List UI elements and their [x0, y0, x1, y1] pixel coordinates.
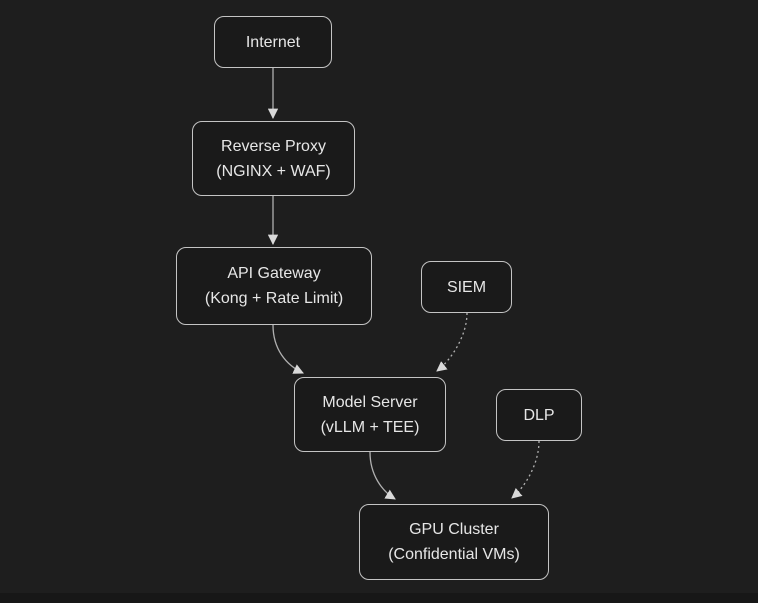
- page-bottom-strip: [0, 593, 758, 603]
- node-reverse-proxy: Reverse Proxy (NGINX + WAF): [192, 121, 355, 196]
- node-sublabel: (Confidential VMs): [388, 546, 520, 563]
- node-label: DLP: [523, 406, 555, 424]
- node-sublabel: (NGINX + WAF): [216, 162, 331, 180]
- edge-dlp-to-gpu-cluster: [511, 440, 540, 499]
- node-dlp: DLP: [496, 389, 582, 441]
- node-label: API Gateway: [227, 265, 321, 282]
- node-api-gateway: API Gateway (Kong + Rate Limit): [176, 247, 372, 325]
- node-sublabel: (Kong + Rate Limit): [204, 290, 344, 307]
- node-label: Model Server: [322, 393, 418, 411]
- edge-siem-to-model-server: [436, 312, 468, 372]
- node-internet: Internet: [214, 16, 332, 68]
- edge-api-gateway-to-model-server: [272, 324, 304, 374]
- node-label: Reverse Proxy: [221, 137, 326, 155]
- edge-model-server-to-gpu-cluster: [369, 451, 396, 500]
- node-gpu-cluster: GPU Cluster (Confidential VMs): [359, 504, 549, 580]
- node-label: GPU Cluster: [409, 521, 499, 538]
- node-label: SIEM: [446, 278, 487, 296]
- node-sublabel: (vLLM + TEE): [320, 418, 420, 436]
- node-label: Internet: [245, 33, 301, 51]
- node-model-server: Model Server (vLLM + TEE): [294, 377, 446, 452]
- node-siem: SIEM: [421, 261, 512, 313]
